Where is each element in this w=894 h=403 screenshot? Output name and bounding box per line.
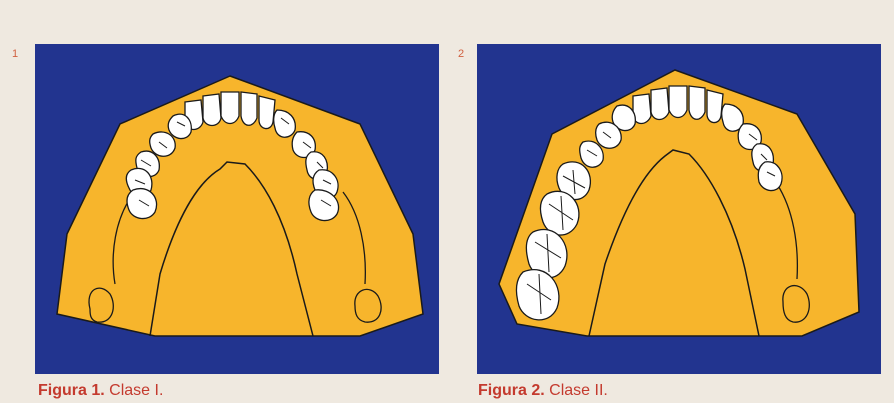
figure-2-caption: Figura 2. Clase II. [478, 382, 608, 400]
tooth [540, 191, 579, 235]
tooth [203, 94, 221, 126]
tooth [221, 92, 239, 124]
tooth [689, 86, 705, 119]
tooth [669, 86, 687, 118]
tooth [651, 88, 669, 120]
figure-2-number: 2 [458, 48, 464, 60]
figure-2-caption-label: Figura 2. [478, 382, 545, 399]
figure-2-arch-diagram [477, 44, 881, 374]
figure-1-panel [35, 44, 439, 374]
tooth [127, 189, 157, 219]
figure-1-caption: Figura 1. Clase I. [38, 382, 163, 400]
figure-1-caption-text: Clase I. [109, 382, 163, 399]
figure-2-panel [477, 44, 881, 374]
tooth [707, 90, 723, 123]
tooth [259, 96, 275, 129]
figure-1-number: 1 [12, 48, 18, 60]
tooth [241, 92, 257, 125]
figure-2-caption-text: Clase II. [549, 382, 608, 399]
figure-1-caption-label: Figura 1. [38, 382, 105, 399]
tooth [168, 114, 191, 138]
figure-1-arch-diagram [35, 44, 439, 374]
tooth [758, 162, 782, 191]
